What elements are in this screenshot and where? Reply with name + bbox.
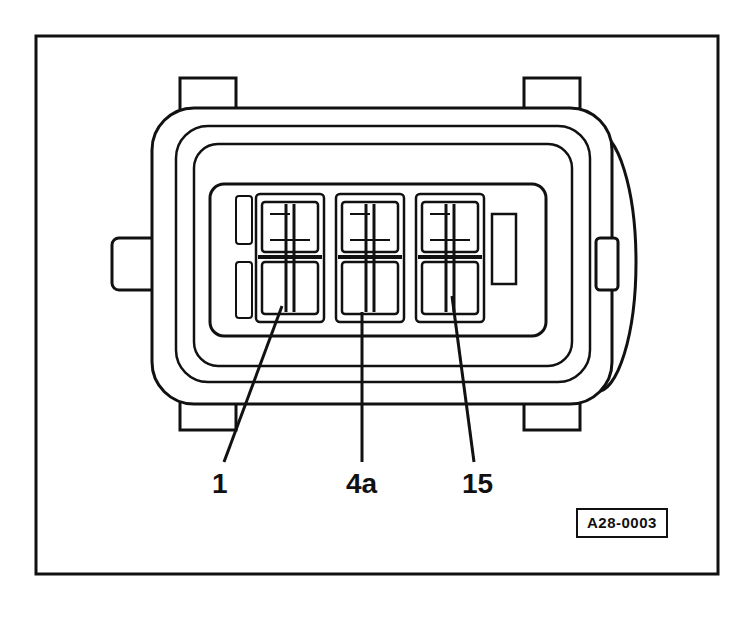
leader-line xyxy=(224,306,282,462)
cavity xyxy=(210,184,546,336)
terminals xyxy=(256,194,484,322)
pin-number: 15 xyxy=(462,468,493,500)
terminal xyxy=(256,194,324,322)
guide xyxy=(236,262,252,318)
leader-line xyxy=(361,312,364,462)
latch xyxy=(492,214,516,284)
housing-rim xyxy=(176,126,590,382)
right-nub xyxy=(596,238,618,290)
leader-line xyxy=(452,296,474,462)
frame xyxy=(36,36,718,574)
pin-number: 4a xyxy=(346,468,377,500)
figure-reference: A28-0003 xyxy=(587,513,657,533)
pin-number: 1 xyxy=(212,468,228,500)
housing-body xyxy=(152,108,612,404)
guide xyxy=(236,196,252,244)
reference-box: A28-0003 xyxy=(576,508,668,538)
terminal xyxy=(416,194,484,322)
connector-housing xyxy=(36,36,718,574)
terminal xyxy=(336,194,404,322)
housing-inner xyxy=(194,144,572,366)
leader-lines xyxy=(224,296,474,462)
